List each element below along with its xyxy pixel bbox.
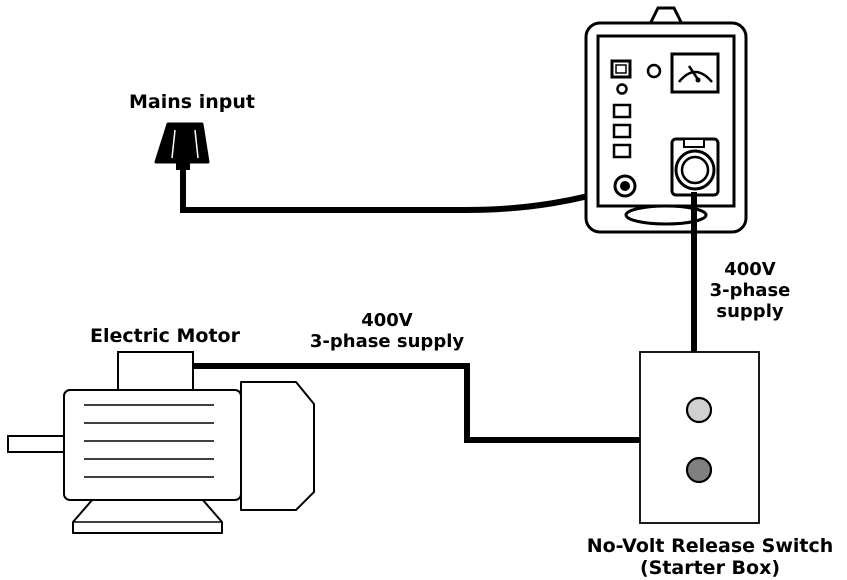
electric-motor-label: Electric Motor: [90, 325, 241, 347]
control-button-icon: [612, 143, 632, 159]
indicator-lamp-icon: [616, 83, 628, 95]
supply-right-label-line2: 3-phase: [710, 280, 791, 301]
input-socket-icon: [613, 174, 637, 198]
mains-input-label: Mains input: [129, 91, 255, 113]
indicator-lamp-icon: [646, 63, 662, 79]
power-switch-icon: [610, 59, 632, 79]
supply-right-label-line1: 400V: [724, 259, 776, 280]
mains-plug-icon: [154, 122, 210, 170]
supply-cable-motor: [192, 363, 640, 443]
starter-box: [639, 351, 760, 524]
supply-left-label-line1: 400V: [361, 310, 413, 331]
start-button-icon: [685, 396, 713, 424]
switch-label-line2: (Starter Box): [640, 557, 780, 579]
switch-label-line1: No-Volt Release Switch: [587, 535, 834, 557]
supply-right-label-line3: supply: [716, 301, 783, 322]
phase-converter-unit: [584, 6, 748, 234]
meter-gauge-icon: [670, 52, 720, 94]
control-button-icon: [612, 103, 632, 119]
supply-left-label-line2: 3-phase supply: [310, 331, 464, 352]
electric-motor-icon: [7, 351, 315, 534]
mains-cable: [180, 168, 625, 213]
stop-button-icon: [685, 456, 713, 484]
control-button-icon: [612, 123, 632, 139]
output-socket-icon: [670, 137, 720, 197]
